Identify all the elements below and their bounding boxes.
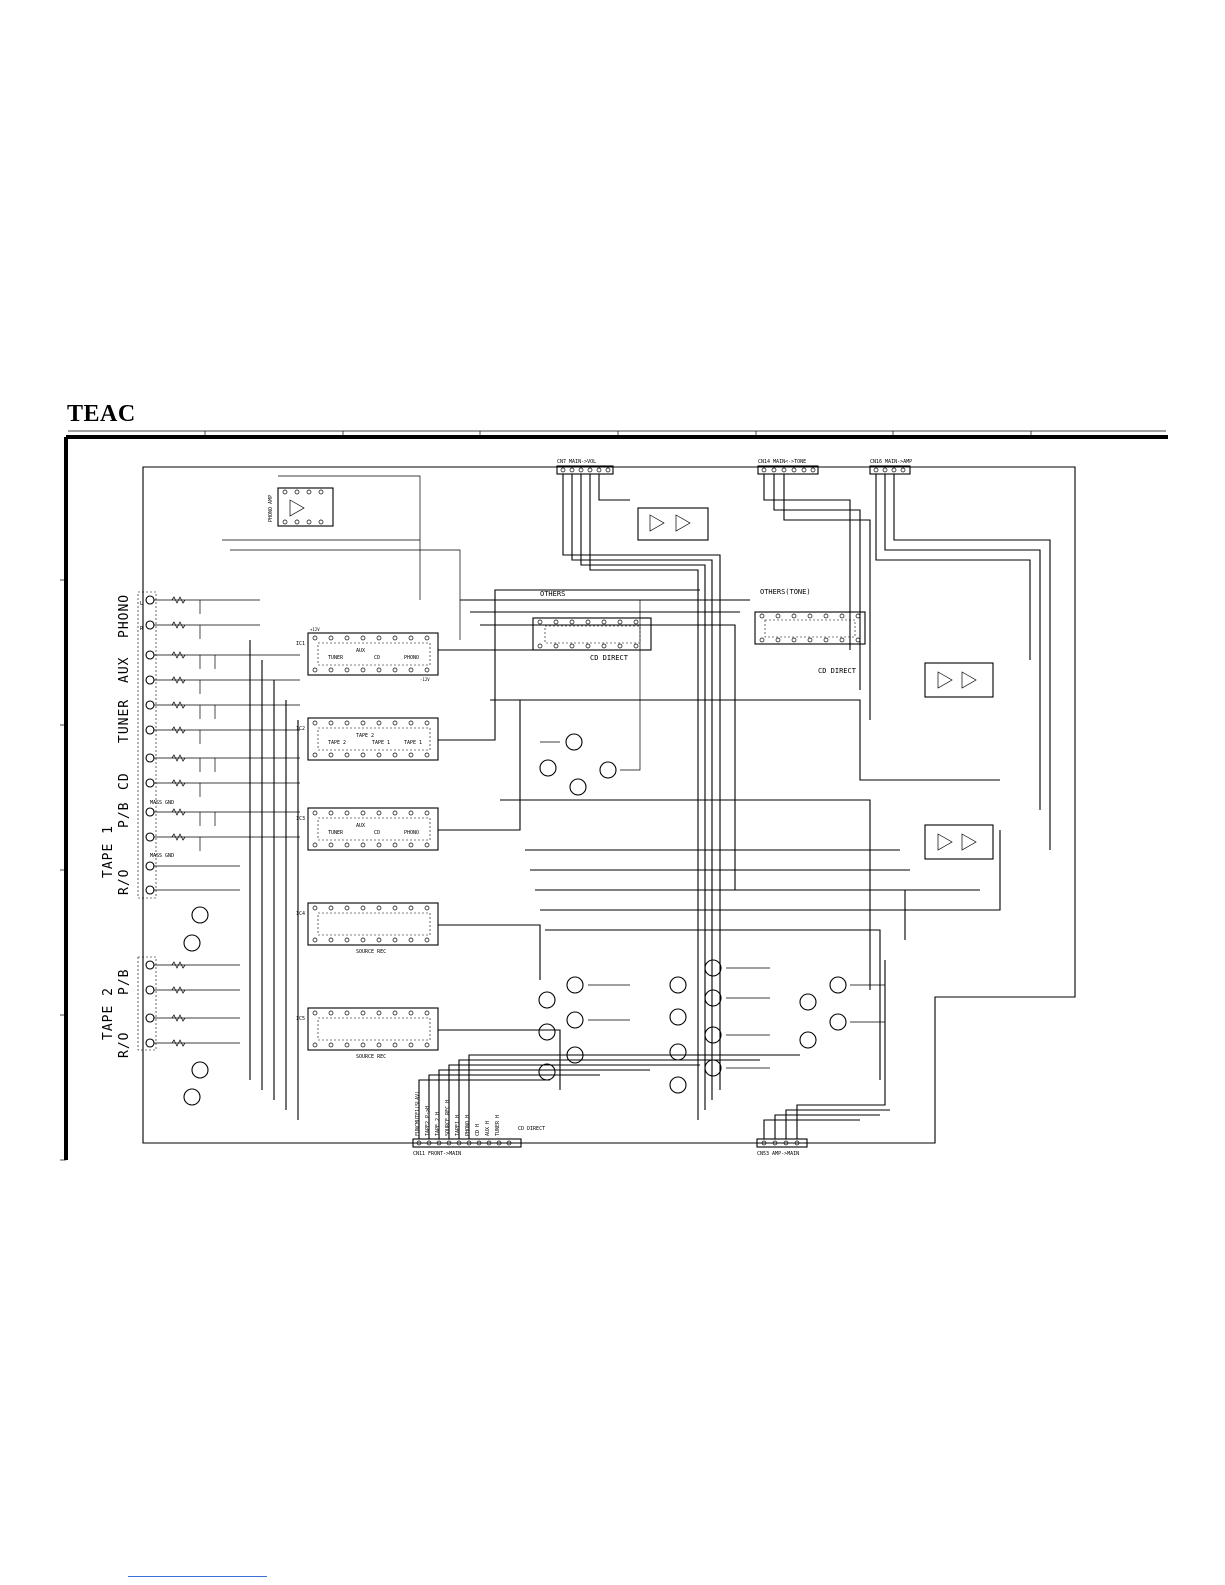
wiring-bus [249,474,1051,1139]
connector-cn16: CN16 MAIN->AMP [869,459,912,475]
cn53-label: CN53 AMP->MAIN [757,1151,799,1157]
svg-text:IC1: IC1 [296,641,305,647]
signal-label: CD DIRECT [518,1126,545,1132]
connector-cn53: CN53 AMP->MAIN [756,1138,808,1157]
signal-label: FUNCMUTE1(SLAV) [415,1091,421,1136]
channel-mark: L [140,601,143,607]
board-outline [142,466,1076,1144]
jack-label-tuner: TUNER [117,699,132,743]
svg-text:IC4: IC4 [296,911,305,917]
signal-label: TAPE2 P->H [425,1106,431,1136]
jack-label-cd: CD [117,772,132,790]
footer-link-underline [128,1576,267,1577]
svg-text:AUX: AUX [356,648,365,654]
jack-label-aux: AUX [117,657,132,683]
svg-text:PHONO: PHONO [404,830,419,836]
cn14-label: CN14 MAIN<->TONE [758,459,806,465]
cn11-label: CN11 FRONT->MAIN [413,1151,461,1157]
signal-label: TAPE1 H [455,1115,461,1136]
jack-label-phono: PHONO [117,594,132,638]
svg-text:TAPE 2: TAPE 2 [328,740,346,746]
cd-direct-label: CD DIRECT [590,654,629,662]
svg-text:CD: CD [374,655,380,661]
cn16-label: CN16 MAIN->AMP [870,459,912,465]
connector-cn7: CN7 MAIN->VOL [556,459,614,475]
switch-ic-4: SOURCE REC IC4 [296,902,439,955]
channel-mark: R [140,626,144,632]
svg-text:IC2: IC2 [296,726,305,732]
vol-amp-ic [637,507,709,541]
cd-direct-label-2: CD DIRECT [818,667,857,675]
svg-text:SOURCE REC: SOURCE REC [356,949,386,955]
svg-text:AUX: AUX [356,823,365,829]
switch-ic-2: TAPE 2 TAPE 2 TAPE 1 TAPE 1 IC2 [296,717,439,761]
signal-label: CD H [475,1124,481,1136]
signal-label: TAPE 2 H [435,1112,441,1136]
connector-cn11: CN11 FRONT->MAIN [412,1138,522,1157]
phono-amp-ic: PHONO AMP [222,475,461,640]
mass-gnd-label: MASS GND [150,853,174,859]
input-resistor-network [154,596,300,1047]
svg-text:IC5: IC5 [296,1016,305,1022]
svg-text:IC3: IC3 [296,816,305,822]
buffer-amp-ic-right [924,662,994,698]
cd-direct-amp-ic [924,824,994,860]
svg-text:TAPE 2: TAPE 2 [356,733,374,739]
switch-ic-1: TUNER AUX CD PHONO IC1 +12V -12V [296,627,439,682]
phono-amp-label: PHONO AMP [268,495,274,522]
svg-text:TAPE 1: TAPE 1 [404,740,422,746]
jack-sub-label: R/O [117,869,132,895]
sheet-frame [60,430,1168,1161]
svg-text:SOURCE REC: SOURCE REC [356,1054,386,1060]
signal-label: AUX H [485,1121,491,1136]
switch-ic-3: TUNER AUX CD PHONO IC3 [296,807,439,851]
jack-sub-label: P/B [117,969,132,995]
signal-label: PHONO H [465,1115,471,1136]
logic-transistor-matrix [538,600,885,1094]
others-switch-ic: OTHERS CD DIRECT [532,590,652,662]
svg-text:+12V: +12V [310,627,320,632]
svg-text:TUNER: TUNER [328,830,344,836]
signal-label: SOURCE REC H [445,1100,451,1136]
jack-sub-label: R/O [117,1032,132,1058]
tape-buffer-transistors [183,906,209,1106]
jack-label-tape1: TAPE 1 [101,825,116,878]
others-tone-label: OTHERS(TONE) [760,588,811,596]
input-jacks: PHONO AUX TUNER CD TAPE 1 TAPE 2 P/B R/O… [101,591,174,1058]
others-label: OTHERS [540,590,565,598]
others-tone-switch-ic: OTHERS(TONE) CD DIRECT [754,588,866,675]
mass-gnd-label: MASS GND [150,800,174,806]
jack-sub-label: P/B [117,802,132,828]
svg-text:PHONO: PHONO [404,655,419,661]
svg-text:-12V: -12V [420,677,430,682]
switch-ic-5: SOURCE REC IC5 [296,1007,439,1060]
svg-text:TUNER: TUNER [328,655,344,661]
svg-text:TAPE 1: TAPE 1 [372,740,390,746]
jack-label-tape2: TAPE 2 [101,987,116,1040]
svg-text:CD: CD [374,830,380,836]
bottom-signal-labels: FUNCMUTE1(SLAV) TAPE2 P->H TAPE 2 H SOUR… [415,1091,545,1136]
connector-cn14: CN14 MAIN<->TONE [757,459,819,475]
teac-logo: TEAC [67,401,136,427]
signal-label: TUNER H [495,1115,501,1136]
cn7-label: CN7 MAIN->VOL [557,459,596,465]
